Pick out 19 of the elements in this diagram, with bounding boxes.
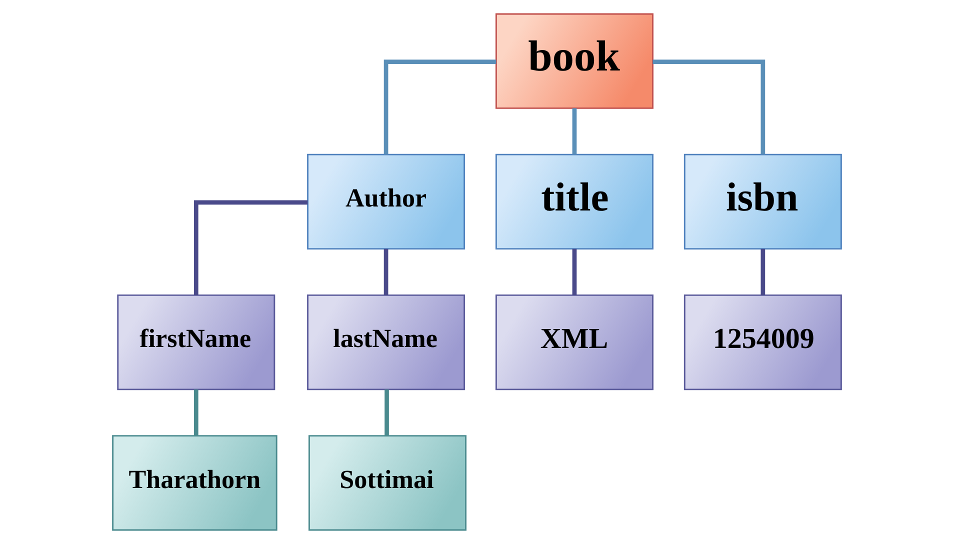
node-box: Sottimai bbox=[308, 435, 466, 531]
connector bbox=[194, 390, 198, 436]
connector bbox=[572, 108, 577, 154]
connector bbox=[194, 200, 308, 295]
node-box: book bbox=[495, 13, 654, 109]
node-box: Tharathorn bbox=[112, 435, 278, 531]
connector bbox=[384, 390, 389, 436]
node-box: lastName bbox=[307, 294, 466, 390]
node-box: isbn bbox=[684, 154, 842, 250]
connector bbox=[572, 248, 577, 295]
node-box: 1254009 bbox=[684, 294, 842, 390]
node-box: XML bbox=[495, 294, 654, 390]
connector bbox=[760, 248, 766, 295]
connector bbox=[652, 60, 766, 154]
connector bbox=[384, 248, 388, 295]
node-box: title bbox=[495, 154, 654, 250]
node-box: Author bbox=[307, 154, 466, 250]
node-box: firstName bbox=[117, 294, 276, 390]
connector bbox=[384, 60, 496, 154]
